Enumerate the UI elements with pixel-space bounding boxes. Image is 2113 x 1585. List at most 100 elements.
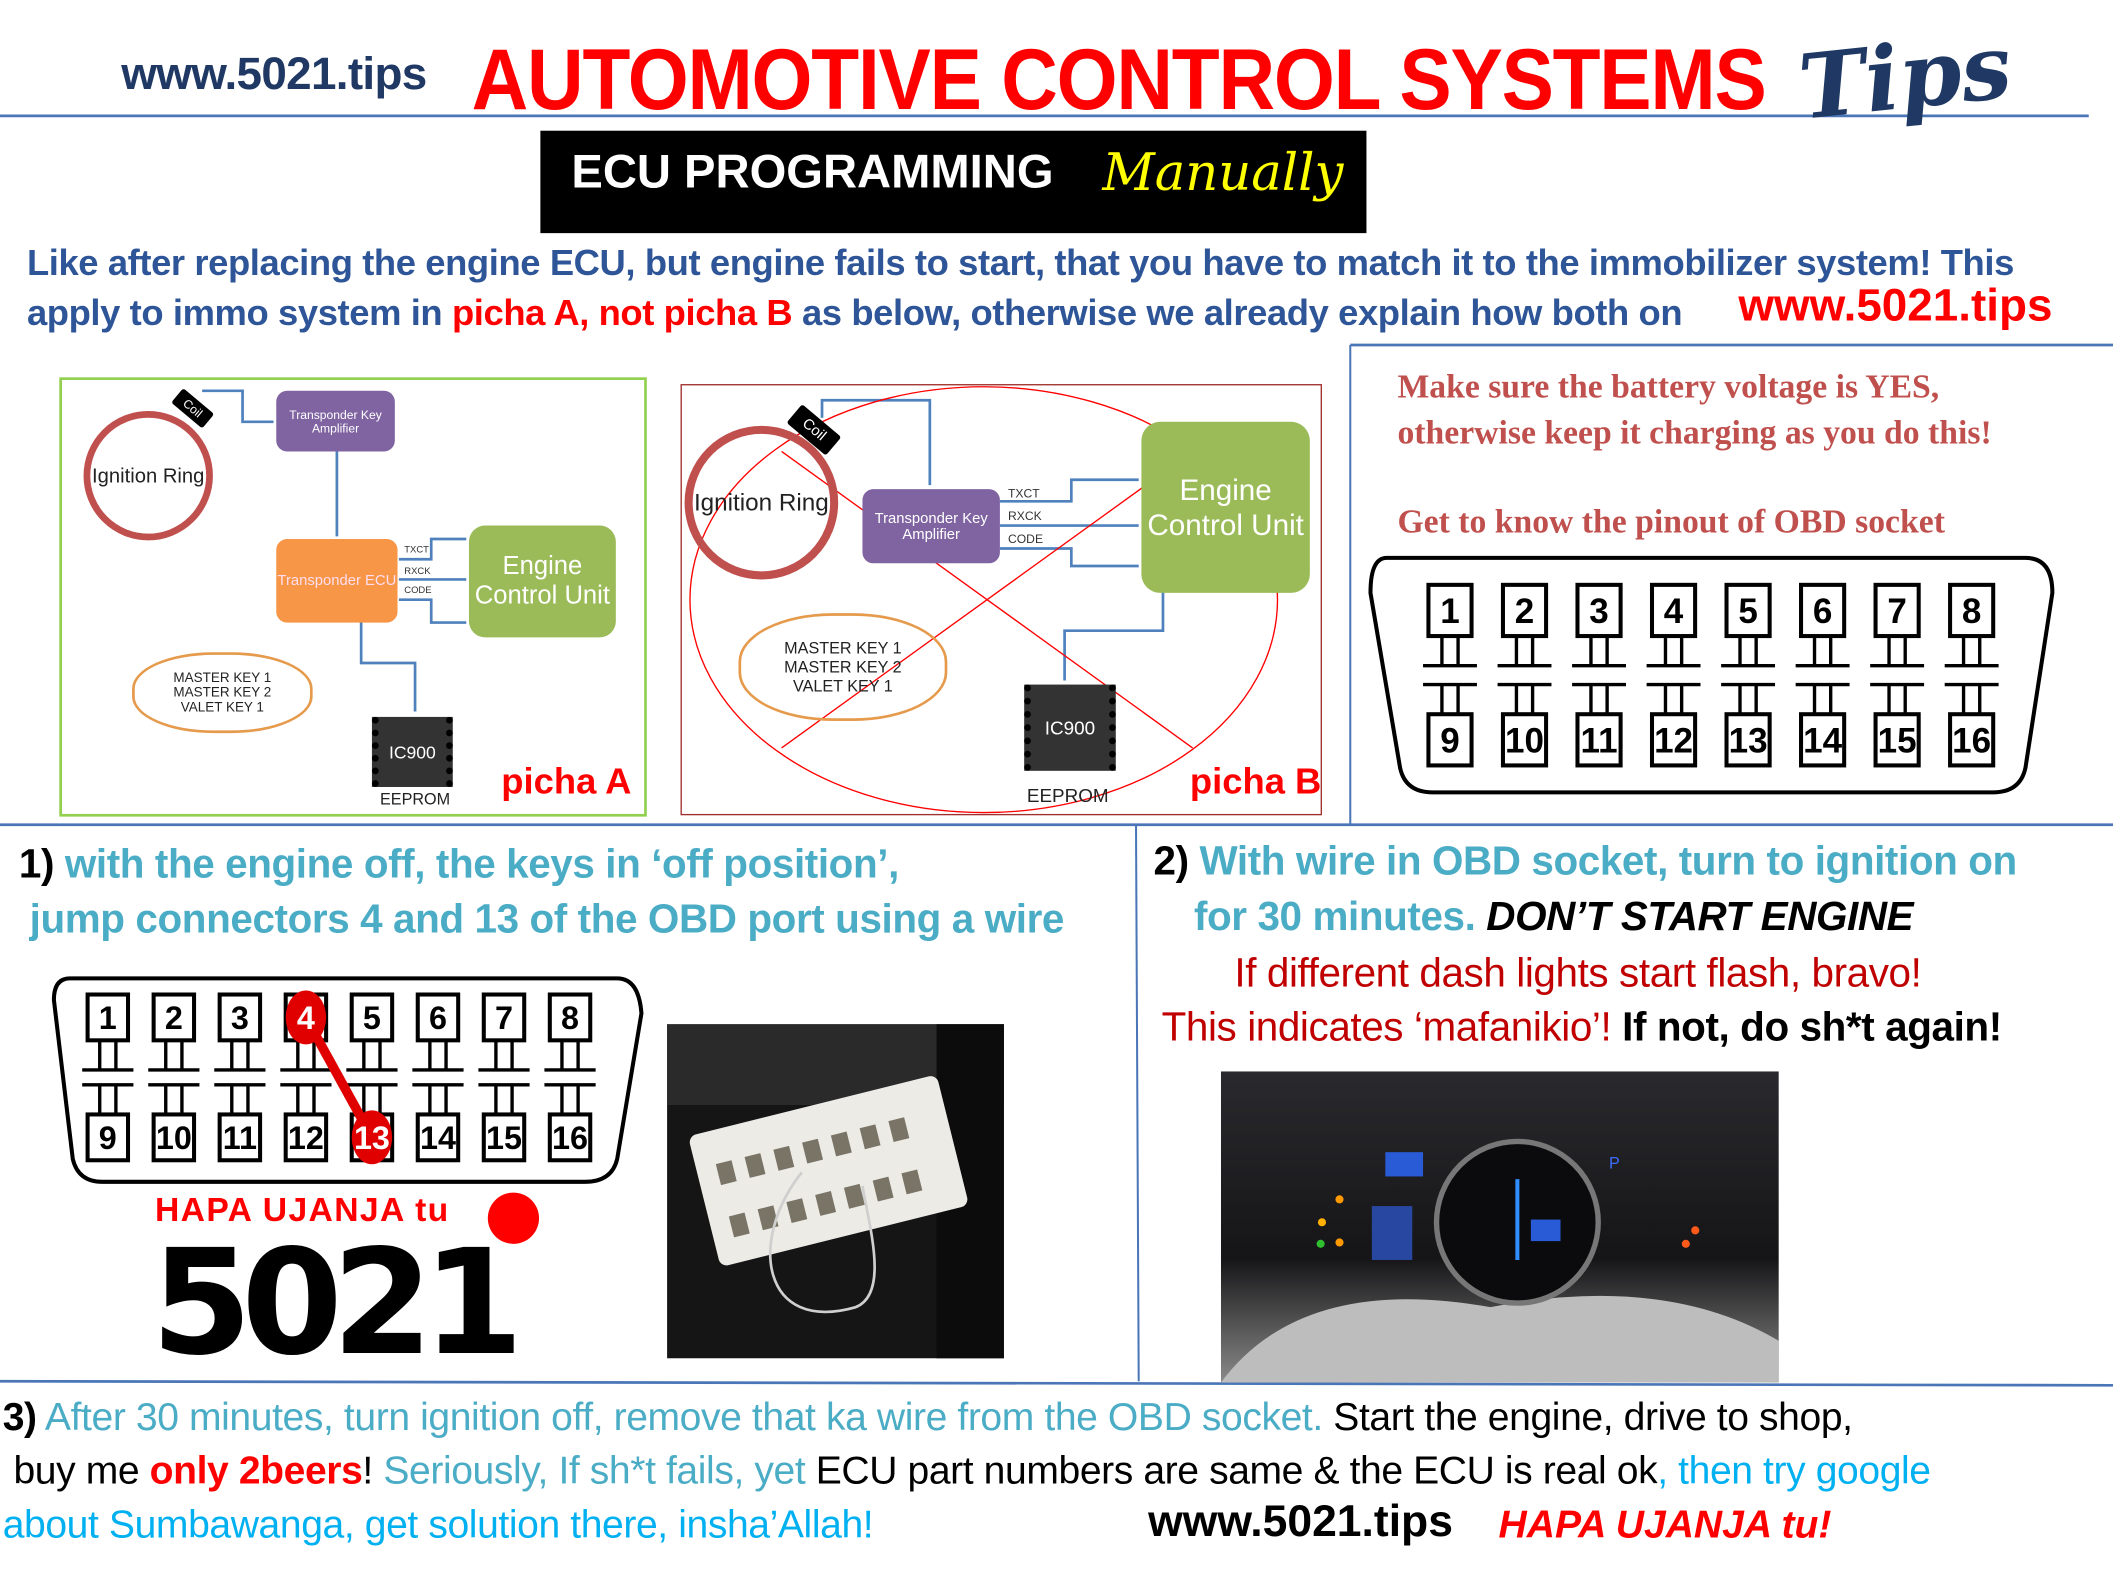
pin-connector [478,1083,530,1115]
key-item: MASTER KEY 1 [784,638,902,658]
pin-connector [1870,636,1925,668]
pin-connector [1795,682,1850,715]
pin-connector [1646,682,1701,715]
beers-highlight: only 2beers [149,1449,363,1494]
step2-line-4: This indicates ‘mafanikio’! If not, do s… [1162,1005,2003,1051]
intro-line-2: apply to immo system in picha A, not pic… [27,292,1683,334]
pin-label: 1 [99,1000,117,1036]
diagram-b-arrows [820,398,1165,681]
engine-control-unit: Engine Control Unit [1141,421,1310,593]
dashboard-photo: P [1220,1071,1779,1383]
pin-5 [1724,582,1772,639]
pin-label: 15 [1878,721,1917,760]
eeprom-label: EEPROM [380,789,451,809]
pin-9 [85,1112,131,1163]
signal-code: CODE [404,586,432,596]
engine-control-unit: Engine Control Unit [468,525,616,638]
pin-label: 6 [1813,592,1832,631]
pin-7 [481,992,527,1043]
pin-connector [544,1040,596,1072]
pin-12 [283,1112,329,1163]
pin-connector [1497,636,1552,668]
dont-start-warning: DON’T START ENGINE [1486,894,1914,940]
ic900-chip: IC900 [1024,684,1116,771]
pin-label: 16 [552,1120,588,1156]
banner [540,130,1367,234]
svg-text:P: P [1609,1154,1620,1172]
banner-title: ECU PROGRAMMING [571,145,1054,199]
pin-label: 9 [1440,721,1459,760]
step3-line-1: 3) After 30 minutes, turn ignition off, … [3,1396,1853,1440]
pin-11 [217,1112,263,1163]
pin-label: 10 [1505,721,1544,760]
pin-10 [151,1112,197,1163]
pin-label: 13 [1729,721,1768,760]
keys-cloud: MASTER KEY 1 MASTER KEY 2 VALET KEY 1 [132,652,313,734]
pin-3 [1575,582,1623,639]
pin-connector [1572,636,1626,668]
footer-slogan: HAPA UJANJA tu! [1498,1503,1832,1548]
pin-4 [1649,582,1698,639]
text: Start the engine, drive to shop, [1333,1396,1853,1440]
pin-connector [1944,682,1999,715]
pin-connector [1944,636,1999,668]
pin-2 [151,992,197,1043]
pin-label: 8 [561,1000,579,1036]
transponder-key-amplifier: Transponder Key Amplifier [862,489,1000,564]
key-item: MASTER KEY 2 [173,685,272,701]
pin-connector [1497,682,1552,715]
step3-line-3: about Sumbawanga, get solution there, in… [2,1503,874,1548]
signal-txct: TXCT [1007,486,1040,500]
pin-connector [544,1083,596,1115]
text: buy me [13,1449,150,1494]
steps-divider [1134,824,1140,1382]
pin-connector [1423,636,1477,668]
intro-line-1: Like after replacing the engine ECU, but… [26,242,2014,283]
pin-label: 4 [297,1000,315,1036]
logo-red-dot [487,1192,540,1244]
banner-suffix: Manually [1102,142,1344,203]
pin-label: 3 [231,1000,249,1036]
pin-connector [148,1083,200,1115]
pin-connector [346,1040,398,1072]
pin-connector [1870,682,1925,715]
intro-url: www.5021.tips [1738,280,2053,332]
pin-15 [1873,712,1921,768]
key-item: VALET KEY 1 [180,700,264,715]
pin-label: 4 [1664,592,1684,631]
diagram-a-arrows [202,389,467,712]
pin-9 [1426,712,1474,768]
diagram-b-panel [680,384,1322,816]
pin-8 [1948,582,1996,639]
eeprom-label: EEPROM [1026,784,1109,806]
pin-6 [415,992,461,1043]
obd-wire-photo [667,1024,1004,1359]
pin-connector [148,1040,200,1072]
key-item: MASTER KEY 2 [784,657,902,677]
text: If not, do sh*t again! [1622,1005,2002,1050]
logo-tagline: HAPA UJANJA tu [154,1191,450,1229]
pin-15 [481,1112,527,1163]
pin-label: 6 [429,1000,447,1036]
pin-label: 11 [223,1120,257,1156]
signal-rxck: RXCK [404,567,431,577]
ignition-ring: Ignition Ring [83,411,213,541]
pin-connector [1795,636,1850,668]
pin-connector [1423,682,1477,715]
pin-connector [1721,636,1776,668]
step2-line-3: If different dash lights start flash, br… [1234,951,1922,996]
ignition-ring: Ignition Ring [684,425,839,580]
transponder-key-amplifier: Transponder Key Amplifier [276,390,395,452]
diagram-a-panel [59,377,647,817]
pin-10 [1500,712,1549,768]
pin-label: 14 [1803,721,1842,760]
footer-url: www.5021.tips [1148,1495,1453,1546]
signal-rxck: RXCK [1007,509,1042,523]
pin-label: 7 [495,1000,513,1036]
keys-cloud: MASTER KEY 1 MASTER KEY 2 VALET KEY 1 [738,613,948,721]
text: ECU part numbers are same & the ECU is r… [815,1449,1658,1494]
pin-connector [1572,682,1626,715]
logo-number: 5021 [150,1219,524,1389]
